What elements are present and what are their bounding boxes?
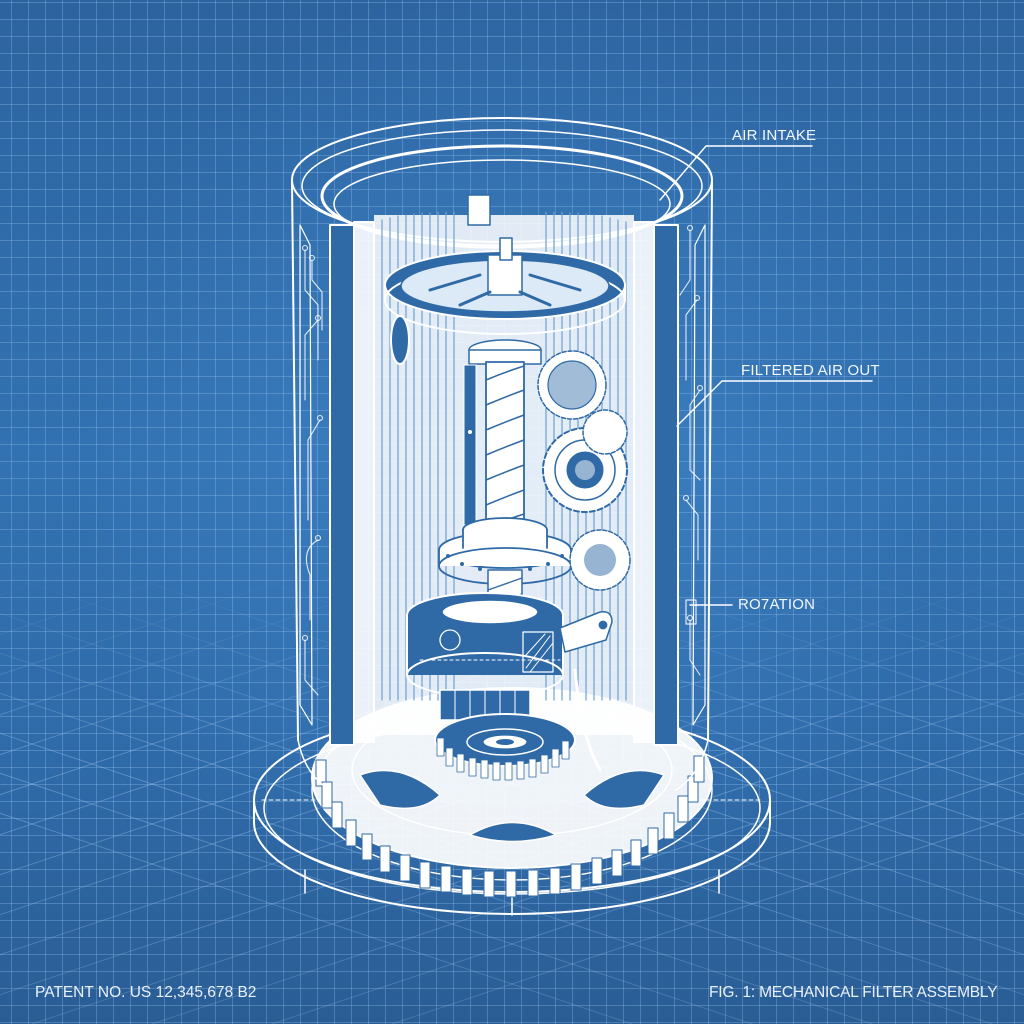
figure-title: FIG. 1: MECHANICAL FILTER ASSEMBLY	[709, 984, 998, 1001]
side-port-left	[390, 315, 410, 365]
pinion-gear	[434, 713, 576, 781]
callout-air-intake: AIR INTAKE	[732, 127, 817, 144]
leader-lines	[659, 145, 873, 606]
circuit-traces	[301, 224, 704, 696]
outer-housing	[291, 117, 713, 791]
shaft-collar-flange	[438, 517, 572, 611]
callout-rotation: RO7ATION	[738, 596, 816, 613]
upper-bearing-ring	[384, 237, 626, 335]
patent-number: PATENT NO. US 12,345,678 B2	[35, 984, 257, 1001]
helical-drive-shaft	[463, 339, 542, 533]
side-gear-train	[537, 350, 631, 591]
callout-filtered-air-out: FILTERED AIR OUT	[741, 362, 880, 379]
